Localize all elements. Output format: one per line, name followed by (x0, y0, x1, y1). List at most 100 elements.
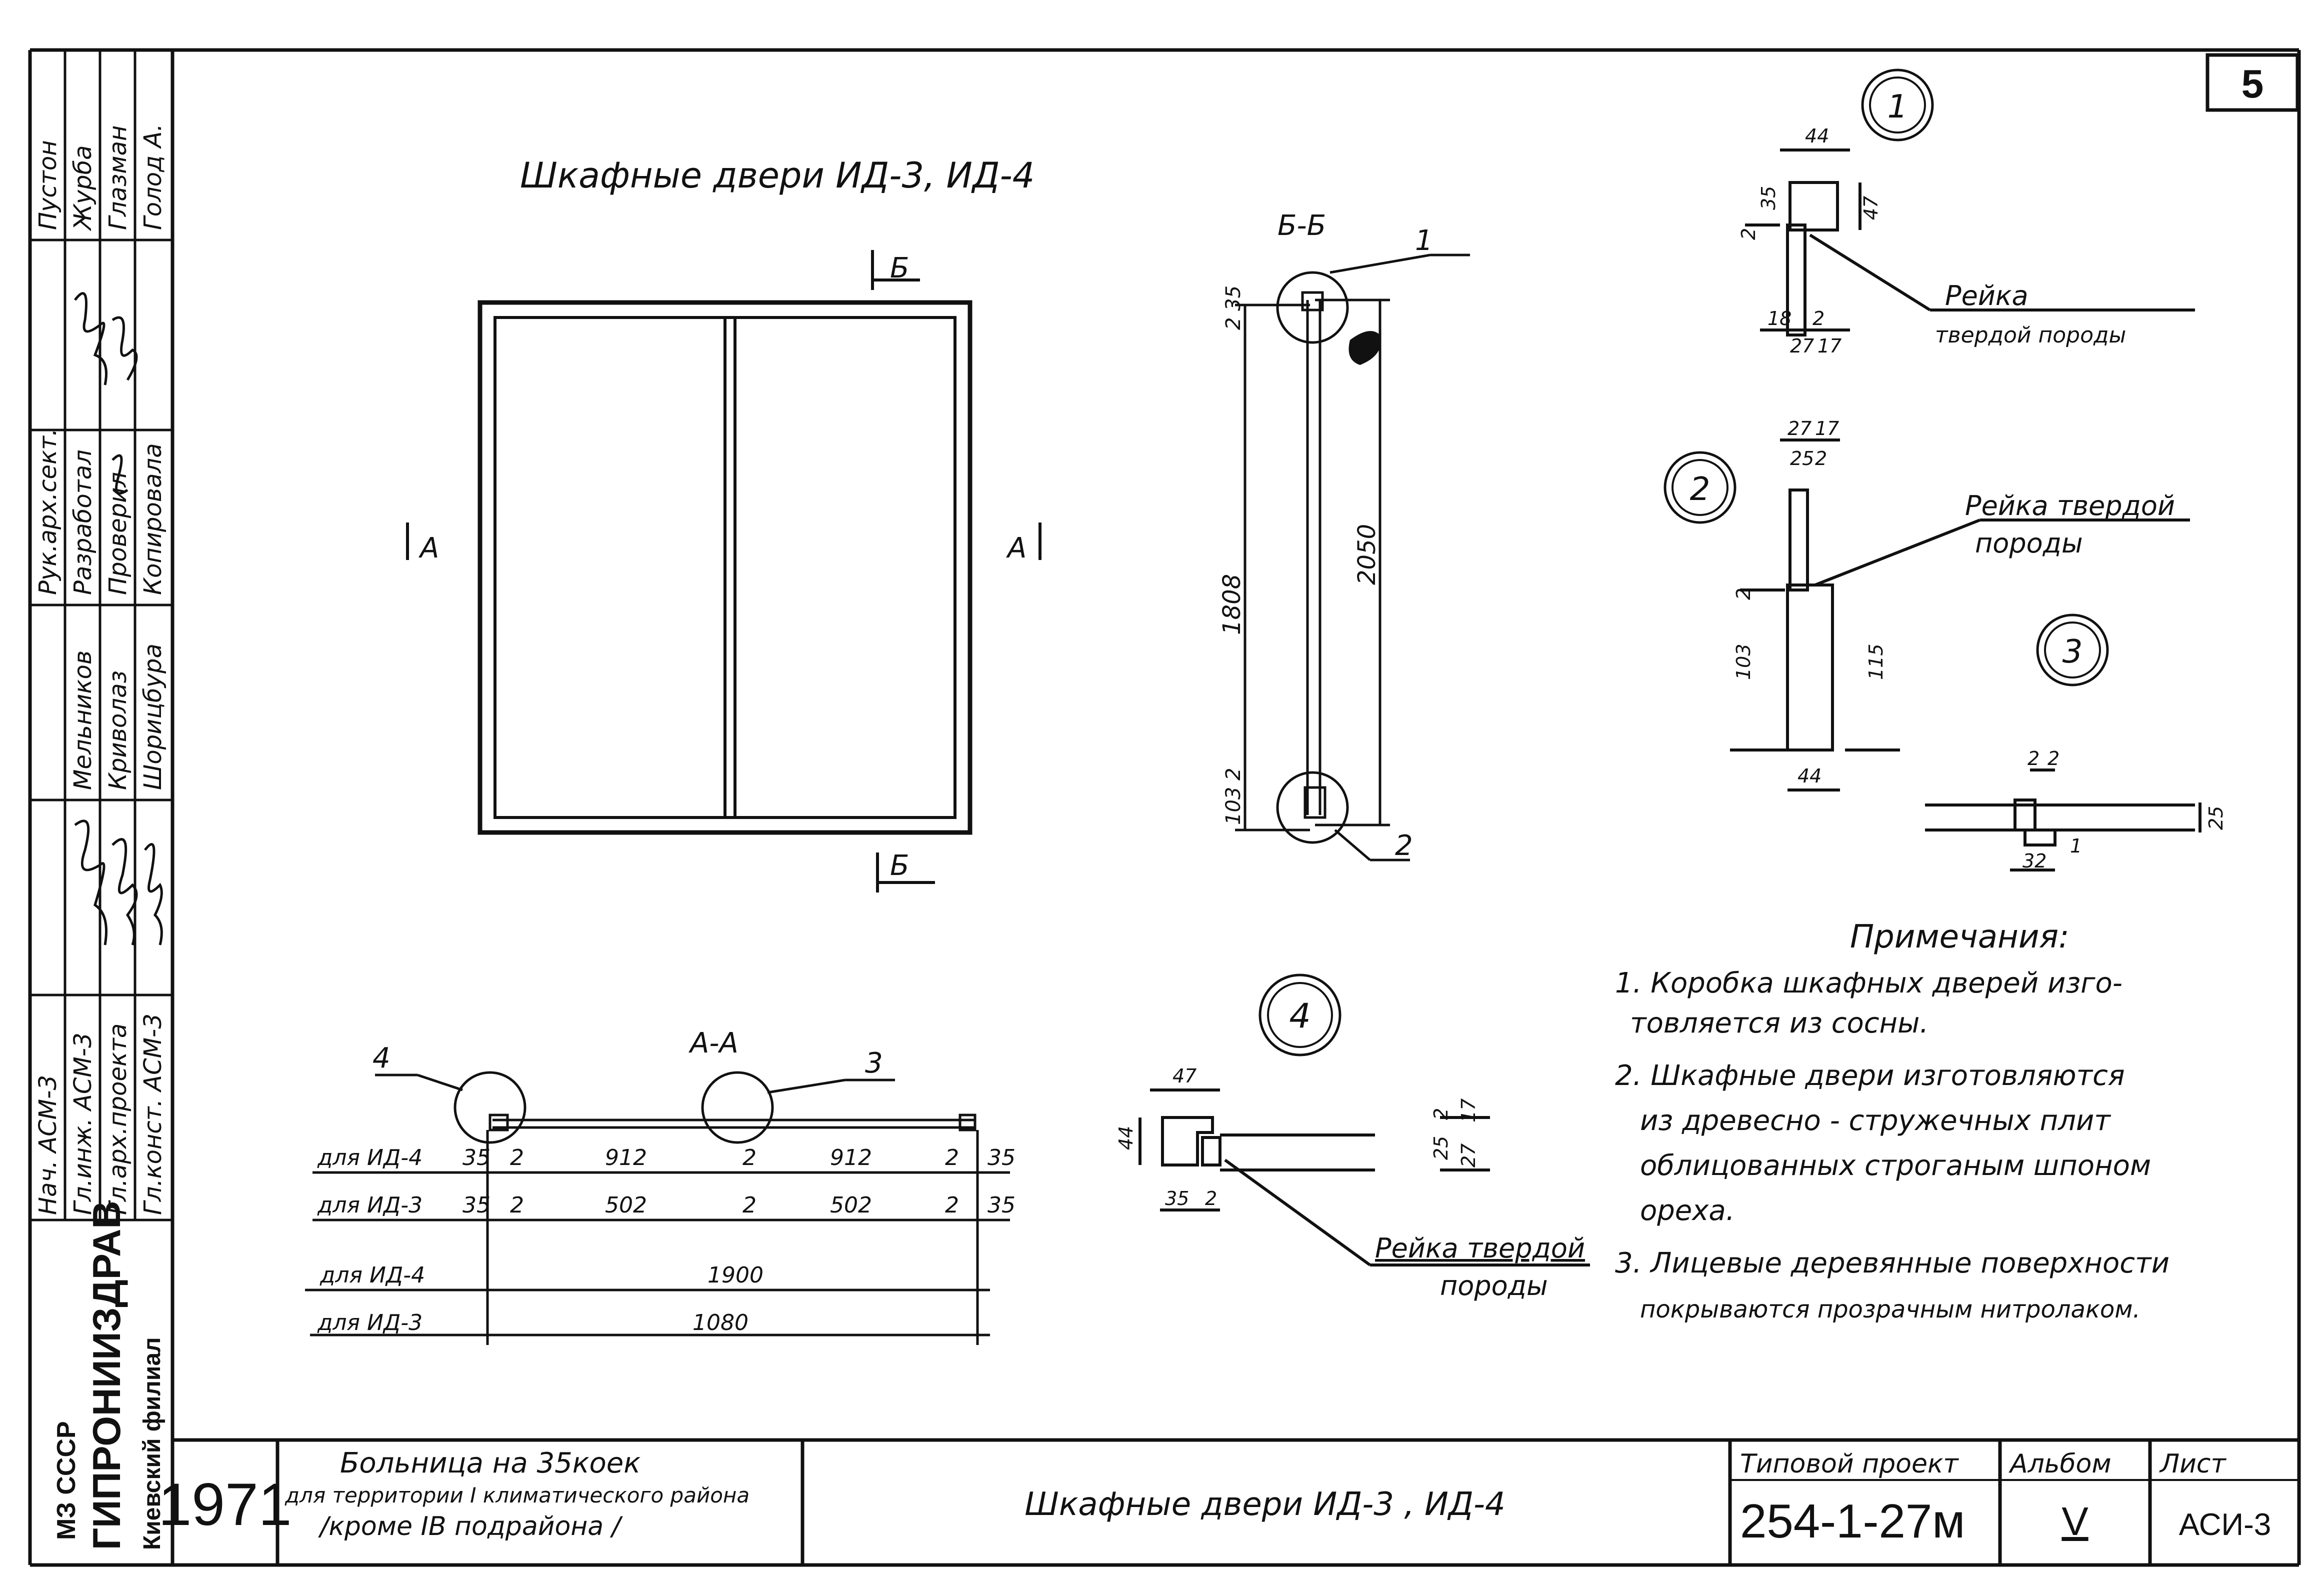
bb-dim-overall: 2050 (1353, 524, 1381, 585)
d4-d27: 27 (1458, 1144, 1480, 1168)
left-stamp: Рук.арх.сект. Разработал Проверил Копиро… (30, 50, 172, 1550)
note-3-line-2: покрываются прозрачным нитролаком. (1640, 1296, 2140, 1324)
album-label: Альбом (2008, 1449, 2112, 1479)
stamp-name-1: Мельников (69, 650, 97, 790)
section-mark-a-right: А (1006, 532, 1026, 564)
type-project-number: 254-1-27м (1740, 1494, 1965, 1548)
bb-dim-clear: 1808 (1218, 574, 1246, 635)
detail-2: 2 27 17 25 2 2 103 115 44 Рейка твердой … (1664, 418, 2190, 792)
d1-b3: 27 (1790, 335, 1814, 357)
aa-row2-v4: 2 (742, 1192, 756, 1218)
d2-t3: 25 (1790, 448, 1814, 470)
page-number-box: 5 (2206, 53, 2300, 112)
stamp-role-3: Проверил (104, 472, 132, 595)
callout-4-aa: 4 (372, 1042, 390, 1074)
sheet-value: АСИ-3 (2179, 1508, 2271, 1542)
project-name-3: /кроме IB подрайона / (318, 1512, 624, 1542)
aa-row1-v6: 2 (945, 1145, 959, 1170)
d3-d2b: 2 (2048, 748, 2060, 770)
d4-label-2: породы (1440, 1270, 1548, 1302)
section-bb-label: Б-Б (1278, 210, 1326, 242)
stamp-name-3: Шорицбура (139, 644, 167, 790)
stamp-person-3: Глазман (104, 126, 132, 230)
notes-heading: Примечания: (1850, 918, 2070, 956)
signature-marks (74, 292, 163, 946)
aa-row2-v7: 35 (988, 1192, 1016, 1218)
callout-3-aa: 3 (865, 1047, 883, 1080)
d1-b2: 2 (1812, 308, 1824, 330)
aa-row1-v1: 35 (462, 1145, 490, 1170)
section-bb: Б-Б 1 2 2 35 1808 2050 103 2 (1218, 210, 1470, 862)
detail-3-number: 3 (2062, 634, 2083, 670)
d2-h103: 103 (1732, 644, 1754, 680)
aa-row1-v3: 912 (605, 1145, 647, 1170)
d2-t4: 2 (1815, 448, 1827, 470)
d2-d2: 2 (1732, 588, 1754, 600)
stamp-person-4: Голод А. (139, 124, 167, 230)
aa-row2-v1: 35 (462, 1192, 490, 1218)
notes: Примечания: 1. Коробка шкафных дверей из… (1615, 918, 2170, 1324)
d1-label-2: твердой породы (1935, 322, 2126, 348)
aa-row1-v7: 35 (988, 1145, 1016, 1170)
aa-row4-v1: 1080 (692, 1310, 748, 1336)
sheet-frame (28, 48, 2301, 1567)
d4-d2: 2 (1205, 1188, 1217, 1210)
d3-d1: 1 (2070, 835, 2082, 857)
d3-d25: 25 (2205, 806, 2227, 830)
bb-dim-bottom: 103 2 (1222, 768, 1245, 825)
stamp-person-1: Пустон (34, 140, 62, 230)
section-mark-a-left: А (418, 532, 439, 564)
bb-dim-top: 2 35 (1222, 286, 1245, 330)
detail-1: 1 44 47 35 2 18 2 27 17 Рейка твердой по… (1738, 68, 2195, 357)
stamp-role-1: Рук.арх.сект. (34, 428, 62, 595)
sheet-name: Шкафные двери ИД-3 , ИД-4 (1024, 1486, 1505, 1523)
project-name-1: Больница на 35коек (340, 1447, 640, 1480)
note-2-line-4: ореха. (1640, 1194, 1735, 1227)
note-2-line-2: из древесно - стружечных плит (1640, 1104, 2111, 1137)
detail-4: 4 47 44 35 2 25 2 27 17 Рейка твердой по… (1115, 974, 1590, 1302)
d3-d32: 32 (2022, 850, 2046, 872)
aa-row2-label: для ИД-3 (317, 1192, 422, 1218)
d1-b4: 17 (1818, 335, 1842, 357)
d4-w47: 47 (1172, 1065, 1196, 1087)
year: 1971 (158, 1471, 292, 1538)
stamp-position-3: Гл.арх.проекта (104, 1024, 132, 1215)
section-mark-b-bottom: Б (890, 850, 909, 882)
sheet-label: Лист (2159, 1449, 2226, 1479)
d3-d2a: 2 (2028, 748, 2040, 770)
d2-w44: 44 (1798, 765, 1822, 787)
note-2-line-3: облицованных строганым шпоном (1640, 1150, 2151, 1182)
detail-1-number: 1 (1888, 88, 1908, 126)
aa-row2-v2: 2 (510, 1192, 524, 1218)
d4-d25: 25 (1430, 1136, 1452, 1160)
title-block: 1971 Больница на 35коек для территории I… (158, 1438, 2299, 1565)
d2-t1: 27 (1788, 418, 1812, 440)
stamp-position-4: Гл.конст. АСМ-3 (139, 1014, 167, 1215)
detail-4-number: 4 (1289, 996, 1310, 1036)
d4-label-1: Рейка твердой (1375, 1232, 1585, 1264)
album-value: V (2062, 1499, 2088, 1544)
detail-3: 3 2 2 25 32 1 (1925, 614, 2227, 872)
aa-row3-v1: 1900 (708, 1262, 764, 1288)
ink-blot (1348, 331, 1381, 365)
org-ministry: МЗ СССР (52, 1421, 81, 1540)
stamp-position-2: Гл.инж. АСМ-3 (69, 1032, 97, 1215)
note-3-line-1: 3. Лицевые деревянные поверхности (1615, 1247, 2170, 1280)
callout-2: 2 (1395, 830, 1413, 862)
aa-row4-label: для ИД-3 (317, 1310, 422, 1336)
project-name-2: для территории I климатического района (284, 1483, 750, 1508)
d2-label-1: Рейка твердой (1965, 490, 2175, 522)
section-aa-label: А-А (688, 1027, 738, 1060)
section-aa: А-А 4 3 для ИД-4 35 2 912 2 (305, 1027, 1016, 1345)
aa-row2-v6: 2 (945, 1192, 959, 1218)
d2-h115: 115 (1865, 644, 1887, 680)
d2-label-2: породы (1975, 528, 2083, 559)
type-project-label: Типовой проект (1740, 1449, 1959, 1479)
aa-row1-label: для ИД-4 (317, 1145, 422, 1170)
door-elevation: Б Б А А (406, 250, 1042, 892)
d1-d2: 2 (1738, 228, 1760, 240)
detail-2-number: 2 (1690, 471, 1710, 508)
aa-row1-v5: 912 (830, 1145, 872, 1170)
org-branch: Киевский филиал (139, 1337, 166, 1550)
stamp-position-1: Нач. АСМ-3 (34, 1075, 62, 1215)
